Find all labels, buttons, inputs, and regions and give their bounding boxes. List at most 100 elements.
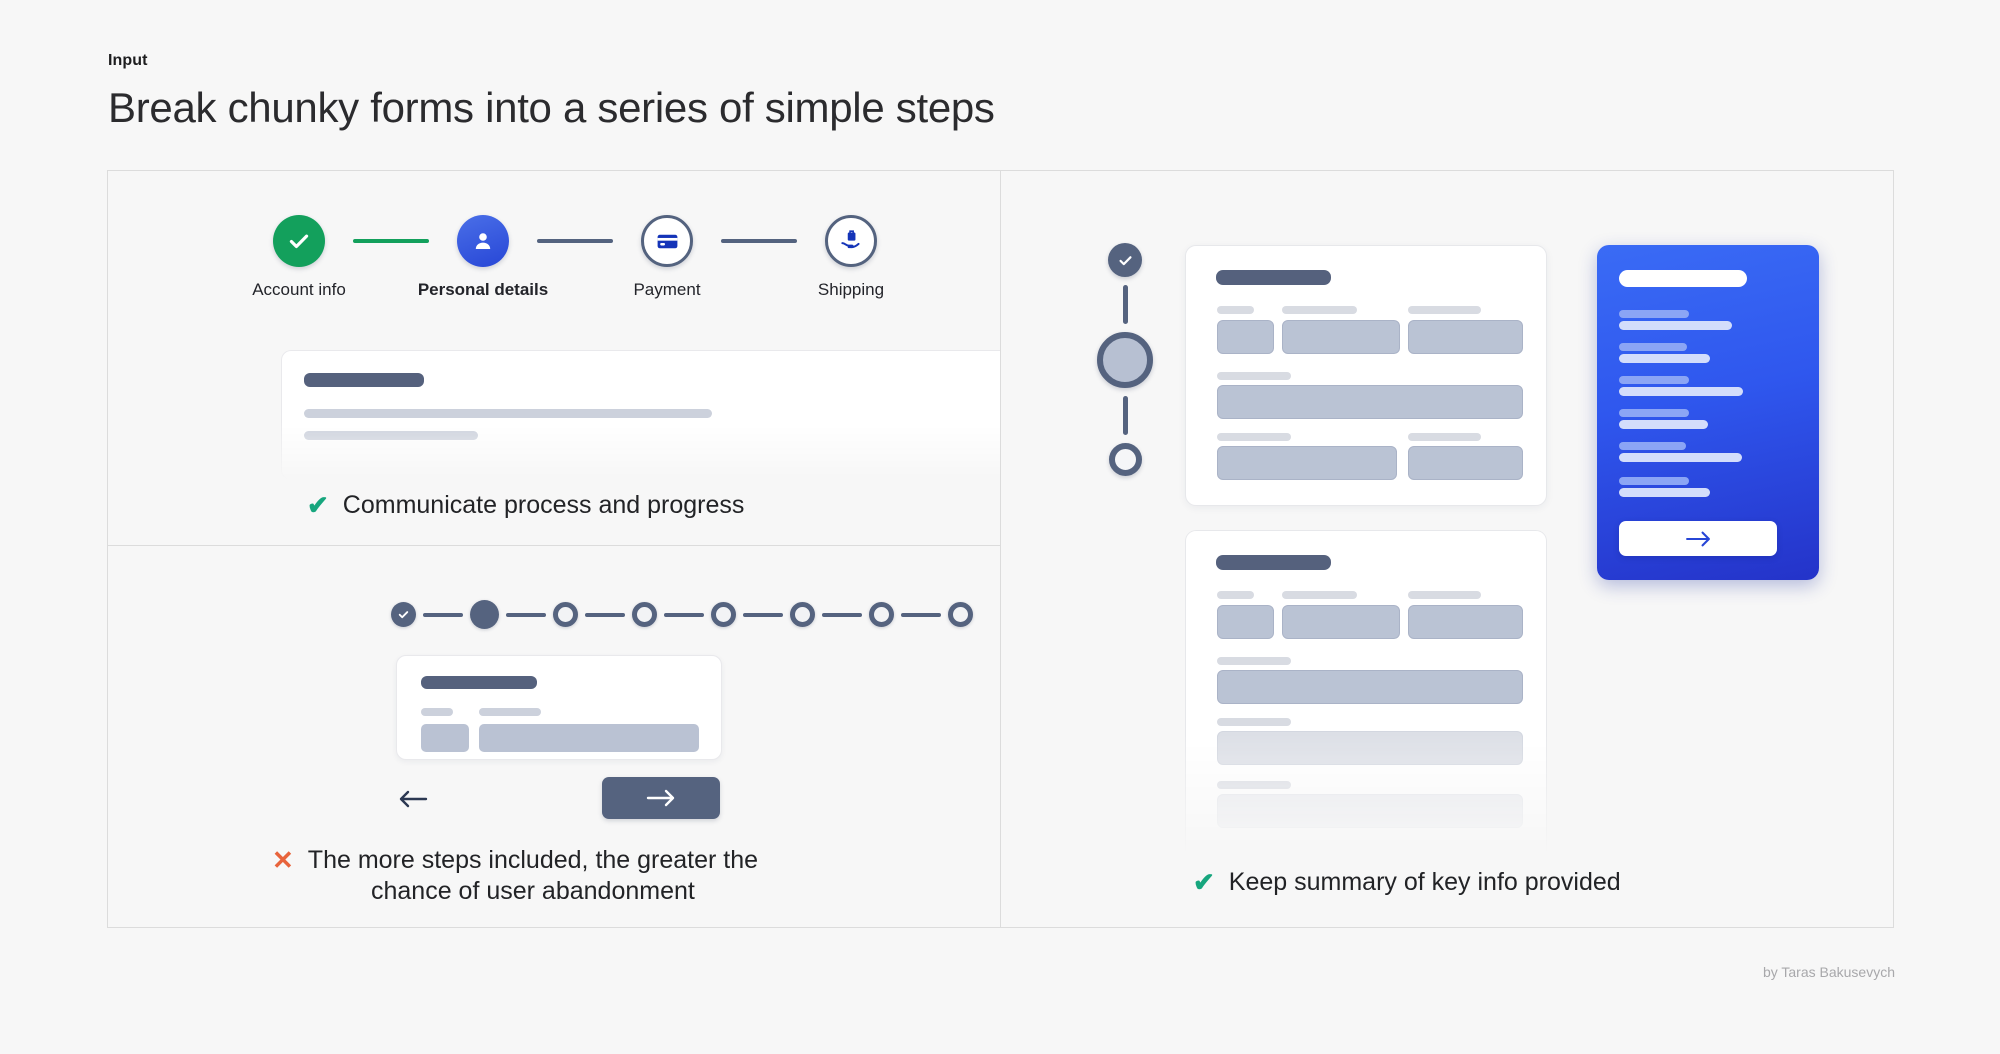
panel-too-many-steps [108,546,1000,927]
placeholder-input-field[interactable] [421,724,469,752]
check-icon: ✔ [307,490,329,520]
placeholder-summary-value [1619,488,1710,497]
placeholder-input-field[interactable] [1282,605,1400,639]
long-step-connector [506,612,546,617]
long-step-dot-todo[interactable] [711,602,736,627]
placeholder-summary-label [1619,343,1687,351]
check-icon: ✔ [1193,867,1215,897]
step-dot-todo[interactable] [825,215,877,267]
stepper-connector-2 [537,239,613,243]
placeholder-title-bar [1216,270,1331,285]
placeholder-input-field[interactable] [1408,446,1523,480]
placeholder-field-label [1217,433,1291,441]
page-title: Break chunky forms into a series of simp… [108,84,995,131]
caption-text: Keep summary of key info provided [1228,868,1621,896]
form-card-preview [281,350,1000,480]
panel-keep-summary [1000,170,1894,928]
placeholder-line [304,431,478,440]
next-button[interactable] [602,777,720,819]
step-dot-done[interactable] [273,215,325,267]
check-icon [1118,255,1132,265]
placeholder-title-bar [421,676,537,689]
placeholder-summary-label [1619,442,1686,450]
back-button[interactable] [392,782,434,816]
placeholder-summary-value [1619,420,1708,429]
placeholder-summary-label [1619,409,1689,417]
caption-line-2: chance of user abandonment [371,877,695,906]
step-account-info[interactable]: Account info [245,215,353,300]
panel-grid: Account info Personal details [107,170,1894,928]
continue-button[interactable] [1619,521,1777,556]
long-step-dot-todo[interactable] [948,602,973,627]
placeholder-input-field[interactable] [1408,605,1523,639]
credit-card-icon [657,234,677,248]
long-step-connector [423,612,463,617]
person-icon [475,233,491,249]
placeholder-title-bar [1619,270,1747,287]
v-step-dot-todo[interactable] [1108,443,1142,476]
step-payment[interactable]: Payment [613,215,721,300]
placeholder-field-label [1217,781,1291,789]
long-step-dot-todo[interactable] [790,602,815,627]
placeholder-summary-value [1619,321,1732,330]
forward-arrow-icon [646,789,675,807]
placeholder-input-field[interactable] [1217,605,1274,639]
placeholder-field-label [1217,718,1291,726]
placeholder-summary-value [1619,354,1710,363]
check-icon [398,611,409,619]
v-step-dot-done[interactable] [1108,243,1142,277]
placeholder-input-field[interactable] [479,724,699,752]
long-step-dot-todo[interactable] [553,602,578,627]
placeholder-input-field[interactable] [1217,670,1523,704]
caption-text: Communicate process and progress [342,491,745,519]
step-shipping[interactable]: Shipping [797,215,905,300]
placeholder-line [304,409,712,418]
placeholder-summary-value [1619,453,1742,462]
long-step-dot-todo[interactable] [632,602,657,627]
placeholder-field-label [479,708,541,716]
v-step-dot-current[interactable] [1097,332,1153,388]
cross-icon: ✕ [272,845,294,875]
step-dot-active[interactable] [457,215,509,267]
placeholder-field-label [1408,433,1481,441]
placeholder-summary-label [1619,376,1689,384]
placeholder-field-label [1282,591,1357,599]
long-step-dot-done[interactable] [391,602,416,627]
placeholder-input-field[interactable] [1217,385,1523,419]
long-step-dot-todo[interactable] [869,602,894,627]
v-step-connector [1122,285,1128,324]
caption-keep-summary: ✔ Keep summary of key info provided [1193,867,1621,898]
placeholder-input-field[interactable] [1217,794,1523,828]
placeholder-summary-label [1619,477,1689,485]
placeholder-field-label [1408,591,1481,599]
long-step-connector [743,612,783,617]
summary-card-top [1185,245,1547,506]
left-column: Account info Personal details [107,170,1000,928]
long-horizontal-stepper [391,600,973,629]
placeholder-field-label [1217,591,1254,599]
summary-card-bottom [1185,530,1547,860]
placeholder-input-field[interactable] [1217,446,1397,480]
step-label: Account info [252,280,346,299]
placeholder-field-label [1408,306,1481,314]
v-step-connector [1122,396,1128,435]
placeholder-input-field[interactable] [1217,731,1523,765]
eyebrow-label: Input [108,52,148,69]
panel-communicate-progress: Account info Personal details [108,171,1000,546]
horizontal-stepper: Account info Personal details [245,215,905,300]
long-step-connector [822,612,862,617]
placeholder-field-label [1217,372,1291,380]
caption-communicate-progress: ✔ Communicate process and progress [307,490,744,521]
mini-form-card [396,655,722,760]
step-label: Personal details [417,280,549,299]
placeholder-input-field[interactable] [1282,320,1400,354]
vertical-stepper [1097,243,1153,476]
long-step-dot-current[interactable] [470,600,499,629]
placeholder-input-field[interactable] [1408,320,1523,354]
stepper-connector-1 [353,239,429,243]
step-personal-details[interactable]: Personal details [418,215,548,300]
placeholder-input-field[interactable] [1217,320,1274,354]
step-dot-todo[interactable] [641,215,693,267]
placeholder-title-bar [304,373,424,387]
